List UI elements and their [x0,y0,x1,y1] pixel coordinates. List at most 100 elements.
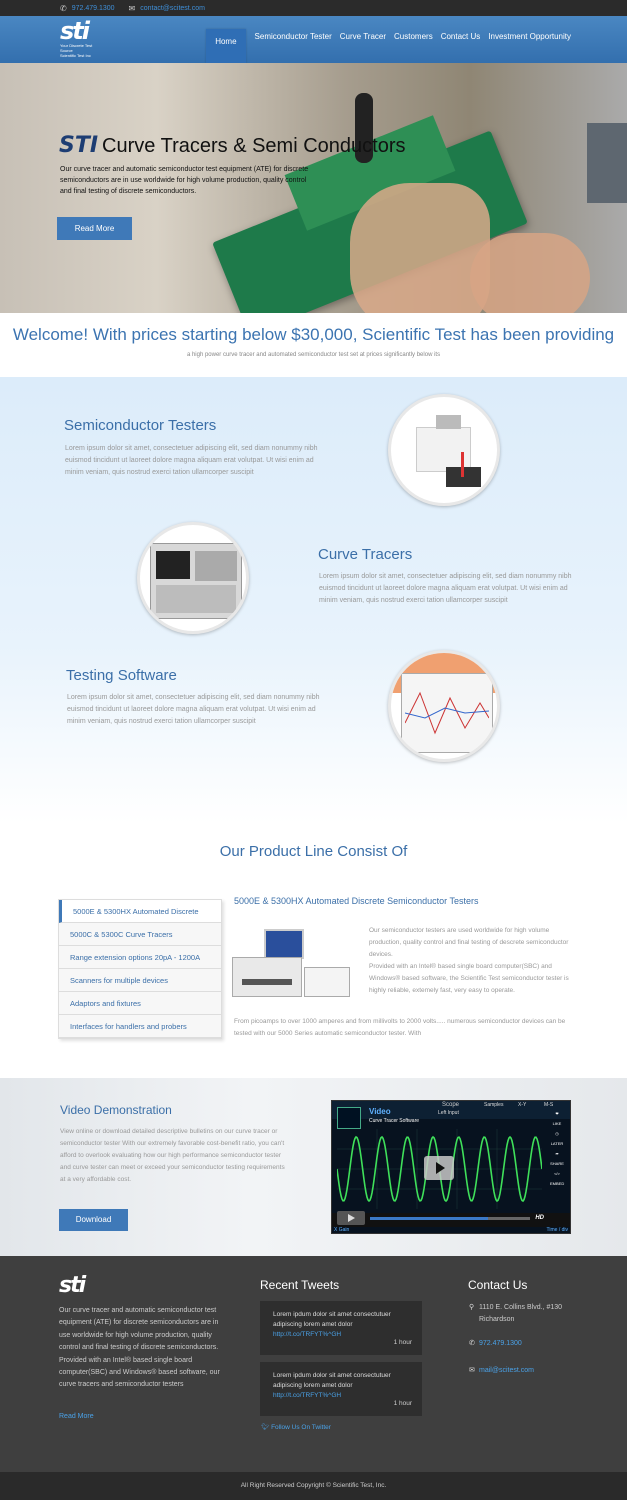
player-scope-label: Scope [442,1102,460,1108]
contact-email[interactable]: ✉mail@scitest.com [469,1365,534,1377]
read-more-button[interactable]: Read More [57,217,132,240]
clock-icon[interactable]: ◷ [555,1131,559,1136]
software-graph [405,691,489,735]
address-line-1: 1110 E. Collins Blvd., #130 [479,1304,563,1311]
footer-read-more-link[interactable]: Read More [59,1413,94,1420]
small-play-button[interactable] [337,1211,365,1225]
product-tab-automated-discrete[interactable]: 5000E & 5300HX Automated Discrete [59,900,221,923]
nav-customers[interactable]: Customers [394,32,433,41]
product-tab-interfaces[interactable]: Interfaces for handlers and probers [59,1015,221,1038]
tweet-text: Lorem ipdum dolor sit amet consectutuer … [273,1372,391,1389]
soldering-iron-image [355,93,373,163]
product-text-3: From picoamps to over 1000 amperes and f… [234,1018,566,1037]
testing-software-image [388,650,500,762]
footer-about-text-2: Provided with an Intel® based single boa… [59,1356,220,1389]
video-thumbnail [337,1107,361,1129]
address-line-2: Richardson [479,1316,515,1323]
product-image [232,929,352,1001]
welcome-heading: Welcome! With prices starting below $30,… [0,325,627,345]
tweet-time: 1 hour [393,1339,412,1346]
heart-icon[interactable]: ❤ [555,1111,559,1116]
hero-title-rest: Curve Tracers & Semi Conductors [102,135,406,157]
embed-label: EMBED [550,1181,565,1186]
contact-address: ⚲ 1110 E. Collins Blvd., #130 Richardson [469,1302,562,1326]
feature-text-curve-tracers: Lorem ipsum dolor sit amet, consectetuer… [319,573,572,604]
embed-icon[interactable]: </> [554,1171,560,1176]
feature-title-curve-tracers: Curve Tracers [318,546,413,563]
player-controls [332,1213,570,1227]
product-title: 5000E & 5300HX Automated Discrete Semico… [234,896,479,906]
hd-label[interactable]: HD [535,1215,544,1221]
play-button[interactable] [424,1156,454,1180]
tweet-link[interactable]: http://t.co/TRFYT%^GH [273,1331,342,1338]
player-tab-ms: M-S [544,1102,554,1108]
header: sti Your Discrete Test Source Scientific… [0,16,627,63]
tweet-text: Lorem ipdum dolor sit amet consectutuer … [273,1311,391,1328]
time-div-label: Time / div [546,1227,568,1233]
nav-contact-us[interactable]: Contact Us [440,32,481,41]
topbar-email-text[interactable]: contact@scitest.com [140,4,205,12]
feature-title-semiconductor-testers: Semiconductor Testers [64,417,217,434]
contact-heading: Contact Us [468,1278,528,1292]
download-button[interactable]: Download [59,1209,128,1231]
tweet-time: 1 hour [393,1400,412,1407]
logo-mark: sti [60,17,90,45]
logo[interactable]: sti Your Discrete Test Source Scientific… [60,19,106,58]
player-left-input: Left Input [438,1110,459,1116]
video-heading: Video Demonstration [60,1103,172,1117]
topbar-email[interactable]: ✉ contact@scitest.com [129,4,205,13]
footer-logo[interactable]: sti [59,1273,86,1298]
contact-phone[interactable]: ✆972.479.1300 [469,1338,522,1350]
topbar-phone[interactable]: ✆ 972.479.1300 [60,4,115,13]
share-label: SHARE [550,1161,564,1166]
tweet-link[interactable]: http://t.co/TRFYT%^GH [273,1392,342,1399]
feature-text-semiconductor-testers: Lorem ipsum dolor sit amet, consectetuer… [65,445,318,476]
semiconductor-tester-image [388,394,500,506]
tweets-heading: Recent Tweets [260,1278,340,1292]
follow-twitter-link[interactable]: 🐦︎ Follow Us On Twitter [261,1423,331,1431]
phone-icon: ✆ [60,3,67,13]
product-line-heading: Our Product Line Consist Of [219,843,408,860]
product-text-1: Our semiconductor testers are used world… [369,927,569,958]
player-header [332,1101,570,1119]
copyright-bar: All Right Reserved Copyright © Scientifi… [0,1472,627,1500]
nav-semiconductor-tester[interactable]: Semiconductor Tester [254,32,332,41]
like-label: LIKE [552,1121,562,1126]
nav-investment-opportunity[interactable]: Investment Opportunity [488,32,571,41]
feature-title-testing-software: Testing Software [66,667,177,684]
product-tab-curve-tracers[interactable]: 5000C & 5300C Curve Tracers [59,923,221,946]
feature-text-testing-software: Lorem ipsum dolor sit amet, consectetuer… [67,694,320,725]
share-icon[interactable]: ➦ [555,1151,559,1156]
player-side-icons: ❤ LIKE ◷ LATER ➦ SHARE </> EMBED [550,1109,564,1189]
logo-tagline: Your Discrete Test Source [60,43,93,53]
features-section: Semiconductor Testers Lorem ipsum dolor … [0,377,627,823]
product-line-section: Our Product Line Consist Of 5000E & 5300… [0,823,627,1078]
tweet-card: Lorem ipdum dolor sit amet consectutuer … [260,1301,422,1355]
map-pin-icon: ⚲ [469,1304,475,1311]
hand-image [350,183,490,313]
welcome-rest: With prices starting below $30,000, Scie… [88,325,615,344]
product-tabs: 5000E & 5300HX Automated Discrete 5000C … [58,899,222,1039]
hero-description: Our curve tracer and automatic semicondu… [60,166,309,195]
later-label: LATER [550,1141,564,1146]
welcome-big: Welcome! [12,325,89,344]
instrument-image [587,123,627,203]
video-player[interactable]: Video Curve Tracer Software Scope Left I… [331,1100,571,1234]
nav-home[interactable]: Home [206,29,246,63]
player-title: Video [369,1107,391,1116]
product-tab-scanners[interactable]: Scanners for multiple devices [59,969,221,992]
progress-bar[interactable] [370,1217,488,1220]
product-tab-range-extension[interactable]: Range extension options 20pA - 1200A [59,946,221,969]
player-tab-samples: Samples [484,1102,504,1108]
top-bar: ✆ 972.479.1300 ✉ contact@scitest.com [0,0,627,16]
contact-email-text[interactable]: mail@scitest.com [479,1367,534,1374]
contact-phone-text[interactable]: 972.479.1300 [479,1340,522,1347]
topbar-phone-text[interactable]: 972.479.1300 [71,4,115,12]
x-gain-label: X Gain [334,1227,350,1233]
product-tab-adaptors[interactable]: Adaptors and fixtures [59,992,221,1015]
video-description: View online or download detailed descrip… [60,1128,285,1183]
follow-twitter-text[interactable]: Follow Us On Twitter [271,1424,331,1431]
nav-curve-tracer[interactable]: Curve Tracer [339,32,387,41]
